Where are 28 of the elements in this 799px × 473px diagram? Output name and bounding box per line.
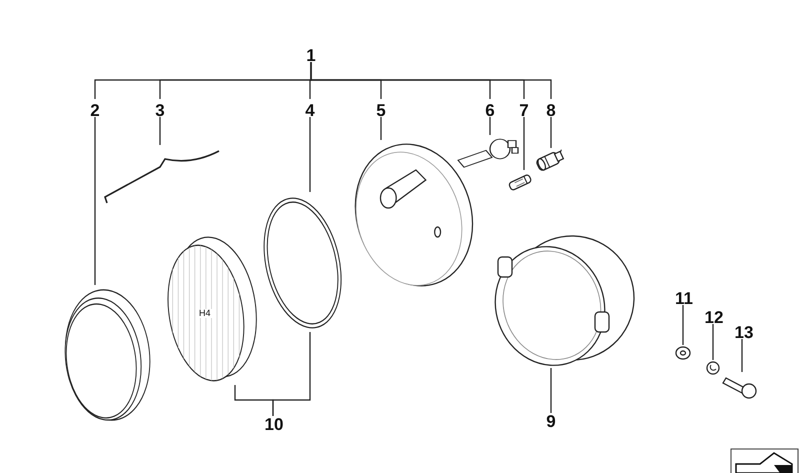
callout-number: 5 (371, 99, 391, 121)
leader-line (159, 117, 161, 145)
callout-number: 6 (480, 99, 500, 121)
leader-line (550, 117, 552, 148)
leader-line (550, 368, 552, 413)
leader-line (523, 117, 525, 170)
callout-number: 10 (260, 413, 288, 435)
leader-line (94, 117, 96, 285)
callout-number: 2 (85, 99, 105, 121)
washer-drawing (674, 345, 692, 361)
lock-washer-drawing (704, 360, 722, 376)
callout-number: 12 (700, 306, 728, 328)
lens-marking: H4 (198, 309, 212, 318)
leader-line (380, 117, 382, 140)
callout-number: 11 (670, 287, 698, 309)
callout-number: 9 (541, 410, 561, 432)
leader-line (682, 305, 684, 345)
leader-line (309, 117, 311, 192)
callout-number: 7 (514, 99, 534, 121)
leader-line (741, 339, 743, 372)
callout-number: 8 (541, 99, 561, 121)
callout-number: 13 (730, 321, 758, 343)
callout-number: 3 (150, 99, 170, 121)
leader-line (272, 332, 311, 416)
callout-number: 4 (300, 99, 320, 121)
leader-line (489, 117, 491, 135)
callout-number: 1 (300, 44, 322, 66)
leader-line (712, 324, 714, 360)
